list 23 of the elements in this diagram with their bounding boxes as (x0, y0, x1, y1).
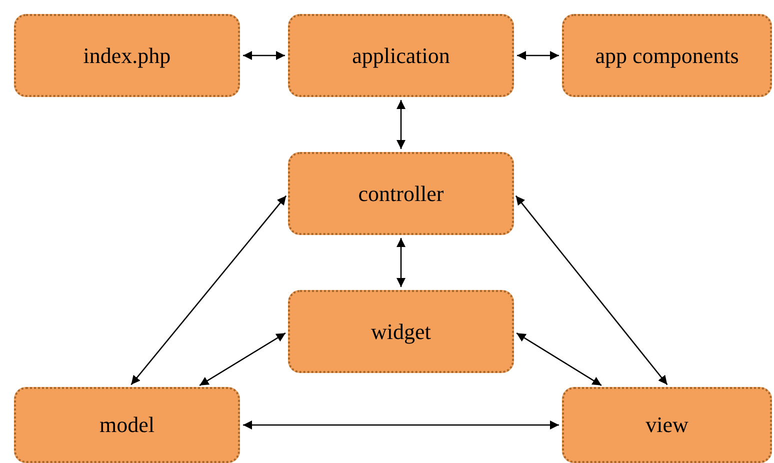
process-box (562, 14, 772, 97)
double-arrow (396, 100, 406, 149)
node-label: app components (595, 42, 739, 68)
node-label: view (646, 412, 688, 438)
process-box (562, 387, 772, 463)
double-arrow (130, 195, 287, 386)
node-label: controller (358, 180, 444, 206)
double-arrow (515, 195, 668, 386)
process-box (288, 14, 514, 97)
double-arrow (516, 332, 602, 386)
node-label: application (352, 42, 450, 68)
process-box (288, 152, 514, 235)
double-arrow (243, 51, 285, 60)
double-arrow (199, 332, 286, 386)
process-box (14, 387, 240, 463)
double-arrow (517, 51, 559, 60)
node-label: widget (371, 318, 431, 344)
double-arrow (243, 420, 559, 430)
node-label: model (100, 412, 154, 438)
double-arrow (396, 238, 406, 287)
process-box (14, 14, 240, 97)
process-box (288, 290, 514, 373)
node-label: index.php (83, 42, 171, 68)
